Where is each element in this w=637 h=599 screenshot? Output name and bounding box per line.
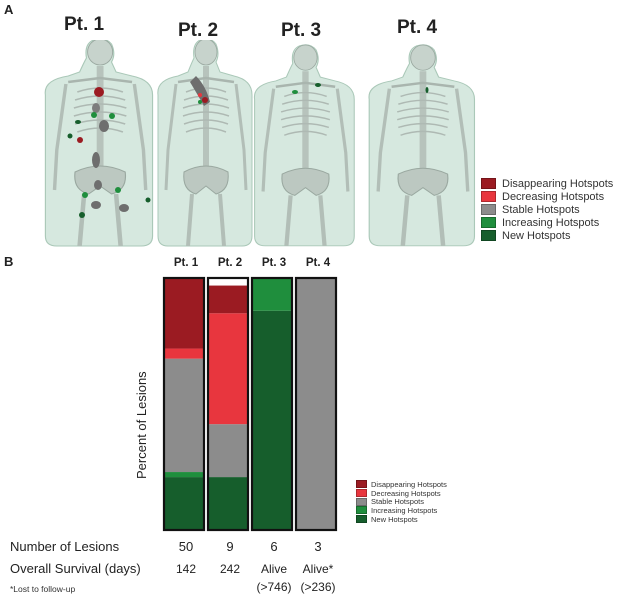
bar-frame-pt2	[206, 276, 250, 532]
bar-segment-pt1-stable	[164, 358, 204, 473]
legend-a-item-0: Disappearing Hotspots	[481, 177, 613, 190]
legend-a-item-4: New Hotspots	[481, 229, 613, 242]
bar-segment-pt2-stable	[208, 424, 248, 478]
legend-swatch	[356, 489, 367, 498]
survival-pt4: Alive*	[302, 562, 334, 576]
lesions-pt2: 9	[226, 539, 234, 554]
pt3-hotspots	[292, 83, 321, 94]
legend-swatch	[356, 515, 367, 524]
skeleton-scans	[0, 40, 480, 250]
panel-b-legend: Disappearing Hotspots Decreasing Hotspot…	[356, 480, 447, 524]
panel-a-letter: A	[4, 2, 14, 17]
survival-pt4-line2: (>236)	[300, 580, 336, 594]
legend-a-item-2: Stable Hotspots	[481, 203, 613, 216]
bar-segment-pt4-stable	[296, 278, 336, 530]
legend-swatch	[481, 217, 496, 228]
col-label-pt3: Pt. 3	[261, 257, 287, 269]
bar-segment-pt1-new	[164, 477, 204, 530]
legend-b-item-0: Disappearing Hotspots	[356, 480, 447, 489]
legend-b-item-2: Stable Hotspots	[356, 497, 447, 506]
lesions-pt3: 6	[270, 539, 278, 554]
pt2-hotspots	[190, 76, 210, 106]
col-label-pt2: Pt. 2	[217, 257, 243, 269]
stacked-bar-chart	[162, 276, 338, 532]
row-label-lesions: Number of Lesions	[10, 539, 120, 554]
bar-segment-pt1-disappearing	[164, 278, 204, 349]
legend-swatch	[481, 230, 496, 241]
pt1-hotspots	[67, 87, 151, 218]
bar-segment-pt2-decreasing	[208, 313, 248, 425]
legend-swatch	[481, 191, 496, 202]
col-label-pt4: Pt. 4	[305, 257, 331, 269]
col-label-pt1: Pt. 1	[173, 257, 199, 269]
legend-b-item-4: New Hotspots	[356, 515, 447, 524]
legend-b-item-1: Decreasing Hotspots	[356, 489, 447, 498]
bar-frame-pt3	[250, 276, 294, 532]
survival-pt3-line2: (>746)	[256, 580, 292, 594]
legend-swatch	[356, 497, 367, 506]
legend-a-item-1: Decreasing Hotspots	[481, 190, 613, 203]
survival-pt1: 142	[175, 562, 197, 576]
panel-a-title-pt2: Pt. 2	[177, 20, 219, 41]
legend-a-item-3: Increasing Hotspots	[481, 216, 613, 229]
legend-b-item-3: Increasing Hotspots	[356, 506, 447, 515]
bar-frame-pt1	[162, 276, 206, 532]
panel-b-letter: B	[4, 254, 14, 269]
legend-swatch	[481, 178, 496, 189]
lesions-pt4: 3	[314, 539, 322, 554]
footnote: *Lost to follow-up	[10, 584, 76, 594]
row-label-survival: Overall Survival (days)	[10, 561, 141, 576]
lesions-pt1: 50	[178, 539, 194, 554]
bar-segment-pt2-new	[208, 477, 248, 530]
bar-segment-pt3-increasing	[252, 278, 292, 311]
survival-pt2: 242	[219, 562, 241, 576]
pt4-hotspots	[425, 87, 429, 93]
panel-a-title-pt3: Pt. 3	[280, 20, 322, 41]
y-axis-label: Percent of Lesions	[134, 371, 149, 479]
panel-a-title-pt1: Pt. 1	[63, 14, 105, 35]
survival-pt3: Alive	[260, 562, 287, 576]
legend-swatch	[356, 506, 367, 515]
bar-segment-pt2-disappearing	[208, 285, 248, 314]
bar-segment-pt1-decreasing	[164, 348, 204, 359]
panel-a-legend: Disappearing Hotspots Decreasing Hotspot…	[481, 177, 613, 242]
bar-segment-pt1-increasing	[164, 472, 204, 478]
panel-a-title-pt4: Pt. 4	[396, 17, 438, 38]
legend-swatch	[481, 204, 496, 215]
legend-swatch	[356, 480, 367, 489]
bar-frame-pt4	[294, 276, 338, 532]
bar-segment-pt3-new	[252, 310, 292, 530]
